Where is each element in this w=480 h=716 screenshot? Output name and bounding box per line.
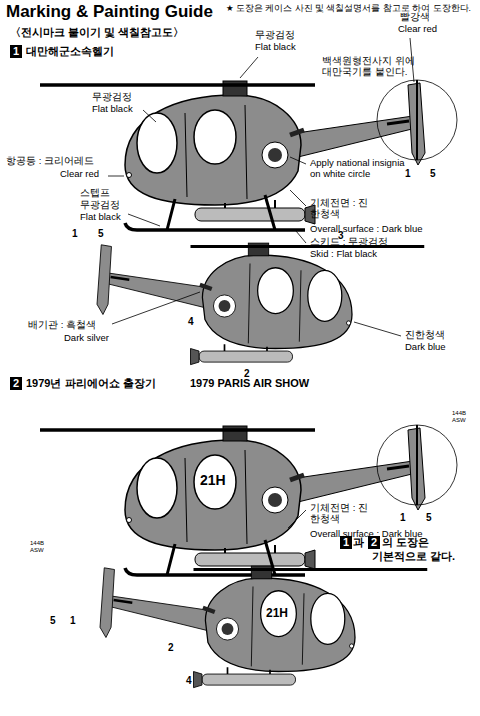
helicopter-paris-airshow-right xyxy=(100,566,427,688)
note-label: 무광검정 xyxy=(92,92,132,103)
note-label: 기본적으로 같다. xyxy=(372,550,455,563)
note-label: 의 도장은 xyxy=(382,536,429,549)
note-label: Dark blue xyxy=(405,342,446,353)
note-label: 1979년 파리에어쇼 출장기 xyxy=(26,377,156,390)
section-number: 2 xyxy=(13,377,19,389)
note-label: 백색원형전사지 위에 대만국기를 붙인다. xyxy=(322,56,422,78)
callout-number: 3 xyxy=(338,230,344,242)
helicopter-taiwan-navy-right xyxy=(97,243,424,365)
note-label: Clear red xyxy=(398,24,437,35)
note-label: 스키드 : 무광검정 xyxy=(310,237,388,248)
note-label: Skid : Flat black xyxy=(310,249,377,260)
note-label: Flat black xyxy=(255,42,296,53)
note-label: 대만해군소속헬기 xyxy=(26,45,114,58)
note-label: Apply national insignia on white circle xyxy=(310,158,405,180)
note-label: 1979 PARIS AIR SHOW xyxy=(190,377,309,390)
helicopter-taiwan-navy xyxy=(40,80,457,230)
note-label: Dark silver xyxy=(64,333,109,344)
note-label: 144B xyxy=(30,540,44,547)
note-label: ★ 도장은 케이스 사진 및 색칠설명서를 참고로 하여 도장한다. xyxy=(226,4,476,14)
callout-number: 5 xyxy=(426,512,432,524)
callout-number: 4 xyxy=(188,316,194,328)
note-label: 과 xyxy=(353,536,364,549)
note-label: 스텝프 xyxy=(80,188,110,199)
section-number: 1 xyxy=(13,45,19,57)
note-label: Overall surface : Dark blue xyxy=(310,224,422,235)
note-label: 무광검정 xyxy=(80,200,120,211)
note-label: 기체전면 : 진한청색 xyxy=(310,503,372,525)
note-label: 기체전면 : 진한청색 xyxy=(310,198,372,220)
callout-number: 5 xyxy=(430,168,436,180)
note-label: Clear red xyxy=(60,169,99,180)
callout-number: 1 xyxy=(72,228,78,240)
callout-number: 4 xyxy=(186,675,192,687)
note-label: 무광검정 xyxy=(255,30,295,41)
note-label: ASW xyxy=(30,547,44,554)
callout-number: 1 xyxy=(70,615,76,627)
note-label: 빨강색 xyxy=(400,12,430,23)
leader-lines xyxy=(108,38,414,528)
guide-title: Marking & Painting Guide xyxy=(6,2,213,22)
note-label: 배기관 : 흑철색 xyxy=(28,320,96,331)
note-label: 21H xyxy=(200,472,226,488)
callout-number: 1 xyxy=(400,512,406,524)
note-label: 144B xyxy=(452,410,466,417)
note-label: 항공등 : 크리어레드 xyxy=(6,156,94,167)
note-label: 진한청색 xyxy=(405,330,445,341)
note-label: 21H xyxy=(266,607,288,621)
note-label: Flat black xyxy=(92,104,133,115)
callout-number: 2 xyxy=(168,642,174,654)
section-badge: 2 xyxy=(10,377,22,390)
note-label: ASW xyxy=(452,417,466,424)
section-badge: 1 xyxy=(10,45,22,58)
note-label: 〈전시마크 붙이기 및 색칠참고도〉 xyxy=(10,26,184,39)
note-label: Flat black xyxy=(80,212,121,223)
callout-number: 1 xyxy=(405,168,411,180)
helicopter-paris-airshow xyxy=(40,425,457,575)
callout-number: 5 xyxy=(50,615,56,627)
callout-number: 5 xyxy=(98,228,104,240)
